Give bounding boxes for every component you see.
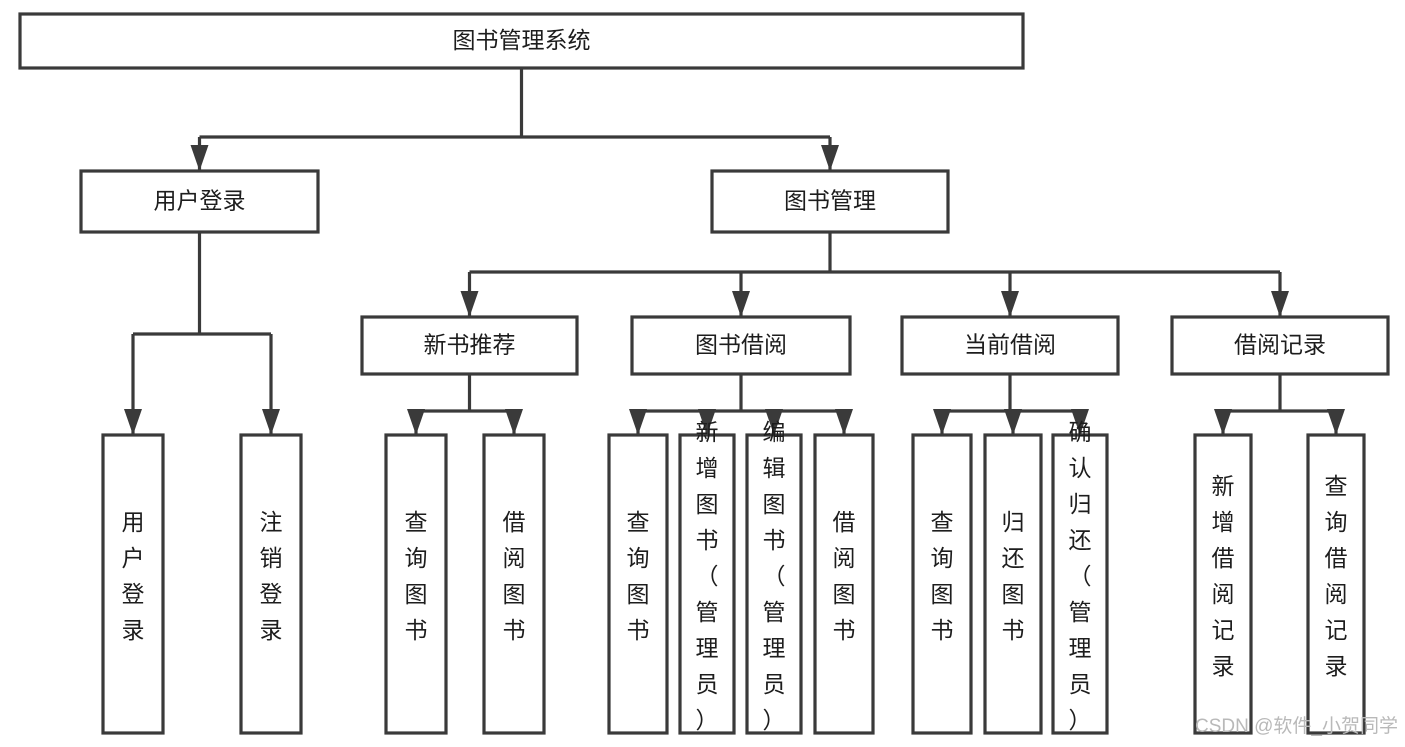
node-leaf-borrow-book-1[interactable]: 借阅图书 <box>482 433 546 735</box>
node-label-leaf-borrow-book-2: 借阅图书 <box>833 509 856 643</box>
node-box-leaf-query-book-1[interactable] <box>384 433 448 735</box>
edges-layer <box>124 68 1345 435</box>
node-box-leaf-user-login[interactable] <box>101 433 165 735</box>
node-leaf-return-book[interactable]: 归还图书 <box>983 433 1043 735</box>
node-root[interactable]: 图书管理系统 <box>18 12 1025 70</box>
arrow-head-icon-leaf-user-login <box>124 409 142 435</box>
arrow-head-icon-user-login <box>190 145 209 171</box>
node-leaf-borrow-book-2[interactable]: 借阅图书 <box>813 433 875 735</box>
node-label-leaf-query-book-2: 查询图书 <box>627 509 650 643</box>
node-current-borrow[interactable]: 当前借阅 <box>900 315 1120 376</box>
node-leaf-query-book-3[interactable]: 查询图书 <box>911 433 973 735</box>
node-leaf-add-book-admin[interactable]: 新增图书（管理员） <box>678 419 736 735</box>
node-label-leaf-user-login: 用户登录 <box>122 509 145 643</box>
node-label-leaf-query-borrow-record: 查询借阅记录 <box>1325 473 1348 679</box>
node-label-user-login: 用户登录 <box>154 188 246 214</box>
arrow-head-icon-leaf-logout <box>262 409 280 435</box>
node-leaf-add-borrow-record[interactable]: 新增借阅记录 <box>1193 433 1253 735</box>
node-box-leaf-add-borrow-record[interactable] <box>1193 433 1253 735</box>
node-box-leaf-borrow-book-1[interactable] <box>482 433 546 735</box>
csdn-watermark: CSDN @软件_小贺同学 <box>1195 715 1398 737</box>
node-box-leaf-query-book-2[interactable] <box>607 433 669 735</box>
arrow-head-icon-leaf-query-book-1 <box>407 409 425 435</box>
arrow-head-icon-book-management <box>821 145 839 171</box>
arrow-head-icon-leaf-query-book-2 <box>629 409 647 435</box>
nodes-layer: 图书管理系统用户登录图书管理新书推荐图书借阅当前借阅借阅记录用户登录注销登录查询… <box>18 12 1390 735</box>
arrow-head-icon-leaf-return-book <box>1004 409 1022 435</box>
node-box-borrow-record[interactable] <box>1170 315 1390 376</box>
arrow-head-icon-new-book-recommend <box>460 291 479 317</box>
node-label-borrow-record: 借阅记录 <box>1234 332 1326 358</box>
node-leaf-query-borrow-record[interactable]: 查询借阅记录 <box>1306 433 1366 735</box>
node-leaf-edit-book-admin[interactable]: 编辑图书（管理员） <box>745 419 803 735</box>
arrow-head-icon-borrow-record <box>1271 291 1289 317</box>
node-label-leaf-add-book-admin: 新增图书（管理员） <box>696 419 719 733</box>
node-leaf-query-book-1[interactable]: 查询图书 <box>384 433 448 735</box>
node-book-management[interactable]: 图书管理 <box>710 169 950 234</box>
node-label-current-borrow: 当前借阅 <box>964 332 1056 358</box>
node-box-user-login[interactable] <box>79 169 320 234</box>
node-box-book-management[interactable] <box>710 169 950 234</box>
node-box-leaf-query-book-3[interactable] <box>911 433 973 735</box>
node-box-leaf-add-book-admin[interactable] <box>678 433 736 735</box>
node-box-new-book-recommend[interactable] <box>360 315 579 376</box>
node-box-leaf-return-book[interactable] <box>983 433 1043 735</box>
node-box-book-borrow[interactable] <box>630 315 852 376</box>
arrow-head-icon-book-borrow <box>732 291 750 317</box>
node-user-login[interactable]: 用户登录 <box>79 169 320 234</box>
arrow-head-icon-leaf-edit-book-admin <box>765 409 783 435</box>
node-label-leaf-borrow-book-1: 借阅图书 <box>503 509 526 643</box>
arrow-head-icon-leaf-add-book-admin <box>698 409 716 435</box>
node-new-book-recommend[interactable]: 新书推荐 <box>360 315 579 376</box>
node-label-book-management: 图书管理 <box>784 188 876 214</box>
node-label-leaf-query-book-3: 查询图书 <box>931 509 954 643</box>
node-label-book-borrow: 图书借阅 <box>695 332 787 358</box>
arrow-head-icon-leaf-confirm-return-admin <box>1071 409 1089 435</box>
node-box-leaf-logout[interactable] <box>239 433 303 735</box>
node-leaf-user-login[interactable]: 用户登录 <box>101 433 165 735</box>
node-label-leaf-query-book-1: 查询图书 <box>405 509 428 643</box>
node-borrow-record[interactable]: 借阅记录 <box>1170 315 1390 376</box>
node-box-leaf-query-borrow-record[interactable] <box>1306 433 1366 735</box>
node-box-root[interactable] <box>18 12 1025 70</box>
node-label-leaf-confirm-return-admin: 确认归还（管理员） <box>1069 419 1092 733</box>
node-box-leaf-edit-book-admin[interactable] <box>745 433 803 735</box>
node-box-current-borrow[interactable] <box>900 315 1120 376</box>
node-label-root: 图书管理系统 <box>453 27 591 53</box>
arrow-head-icon-leaf-borrow-book-1 <box>505 409 523 435</box>
node-leaf-confirm-return-admin[interactable]: 确认归还（管理员） <box>1051 419 1109 735</box>
node-box-leaf-confirm-return-admin[interactable] <box>1051 433 1109 735</box>
node-label-new-book-recommend: 新书推荐 <box>424 332 516 358</box>
node-box-leaf-borrow-book-2[interactable] <box>813 433 875 735</box>
node-label-leaf-edit-book-admin: 编辑图书（管理员） <box>763 419 786 733</box>
arrow-head-icon-leaf-add-borrow-record <box>1214 409 1232 435</box>
node-label-leaf-logout: 注销登录 <box>260 509 283 643</box>
node-label-leaf-return-book: 归还图书 <box>1002 509 1025 643</box>
node-label-leaf-add-borrow-record: 新增借阅记录 <box>1212 473 1235 679</box>
node-leaf-query-book-2[interactable]: 查询图书 <box>607 433 669 735</box>
node-leaf-logout[interactable]: 注销登录 <box>239 433 303 735</box>
node-book-borrow[interactable]: 图书借阅 <box>630 315 852 376</box>
arrow-head-icon-leaf-borrow-book-2 <box>835 409 853 435</box>
arrow-head-icon-leaf-query-book-3 <box>933 409 951 435</box>
arrow-head-icon-leaf-query-borrow-record <box>1327 409 1345 435</box>
arrow-head-icon-current-borrow <box>1001 291 1019 317</box>
